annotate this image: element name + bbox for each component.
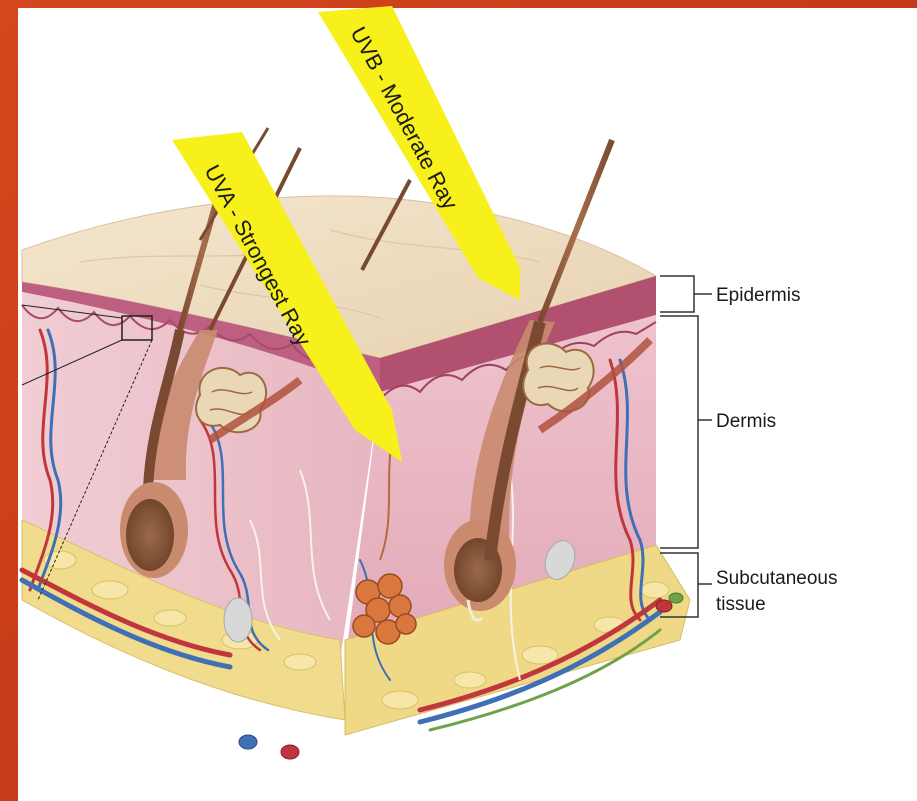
label-epidermis: Epidermis [716, 285, 800, 306]
label-tissue: tissue [716, 594, 766, 615]
label-subcutaneous: Subcutaneous [716, 568, 838, 589]
label-dermis: Dermis [716, 411, 776, 432]
corpuscle [224, 598, 252, 642]
